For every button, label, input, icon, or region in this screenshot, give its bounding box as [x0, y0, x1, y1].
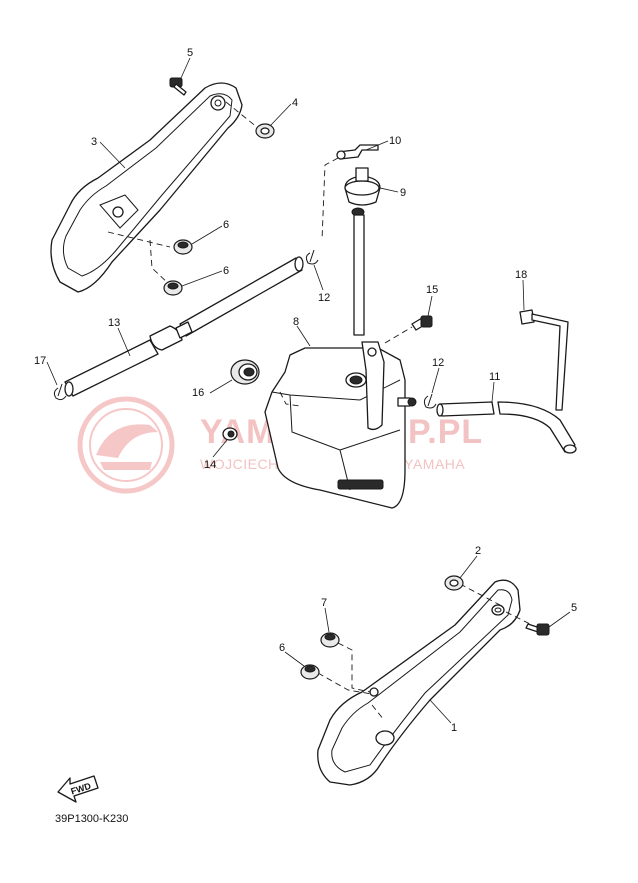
callout-9: 9	[400, 187, 406, 199]
clip-12-upper	[305, 249, 319, 265]
callouts: 5 4 3 6 6 10 9 12 15 13 17 8 12 11 18 16…	[34, 47, 577, 734]
callout-4: 4	[292, 97, 298, 109]
callout-6-upper-b: 6	[223, 265, 229, 277]
tank-8	[264, 341, 406, 509]
callout-6-lower: 6	[279, 642, 285, 654]
diagram-code: 39P1300-K230	[55, 813, 128, 825]
callout-14: 14	[204, 459, 216, 471]
bolt-5-lower	[525, 623, 550, 636]
watermark-logo	[77, 396, 175, 494]
dash-6b	[149, 239, 171, 286]
clip-17	[53, 383, 67, 401]
callout-17: 17	[34, 355, 46, 367]
side-cover-lower	[317, 579, 521, 786]
leader-lines	[46, 57, 571, 724]
dash-5-lower	[505, 611, 539, 629]
callout-10: 10	[389, 135, 401, 147]
callout-12-upper: 12	[318, 292, 330, 304]
callout-16: 16	[192, 387, 204, 399]
plug-14	[222, 427, 238, 441]
dash-6-lower	[317, 672, 373, 695]
callout-11: 11	[489, 371, 500, 383]
dash-4	[225, 101, 259, 129]
side-cover-upper	[50, 82, 243, 293]
callout-15: 15	[426, 284, 438, 296]
bolt-15	[411, 315, 433, 331]
callout-13: 13	[108, 317, 120, 329]
dash-2	[459, 583, 501, 606]
dash-6a	[107, 231, 171, 248]
callout-12-right: 12	[432, 357, 444, 369]
callout-6-upper-a: 6	[223, 219, 229, 231]
callout-3: 3	[91, 136, 97, 148]
callout-2: 2	[475, 545, 481, 557]
grommet-6-lower	[300, 664, 320, 680]
bracket-18	[519, 309, 569, 411]
washer-4	[255, 123, 275, 139]
dash-7	[337, 642, 371, 693]
dash-10	[321, 157, 339, 241]
grommet-7	[320, 632, 340, 648]
washer-2	[444, 575, 464, 591]
callout-18: 18	[515, 269, 527, 281]
callout-8: 8	[293, 316, 299, 328]
grommet-16	[230, 359, 260, 385]
fwd-arrow-icon: FWD	[57, 775, 99, 803]
clip-12-right	[423, 393, 437, 409]
tank-nipple	[397, 397, 417, 407]
callout-7: 7	[321, 597, 327, 609]
grommet-6-upper-a	[173, 239, 193, 255]
grommet-6-upper-b	[163, 280, 183, 296]
callout-5-upper: 5	[187, 47, 193, 59]
callout-5-lower: 5	[571, 602, 577, 614]
bolt-5-upper	[169, 77, 187, 96]
tank-cap-9	[344, 167, 381, 336]
dash-15	[384, 326, 413, 344]
hose-13	[64, 256, 304, 397]
breather-pipe-10	[336, 144, 379, 160]
callout-1: 1	[451, 722, 457, 734]
hose-11	[436, 401, 577, 454]
